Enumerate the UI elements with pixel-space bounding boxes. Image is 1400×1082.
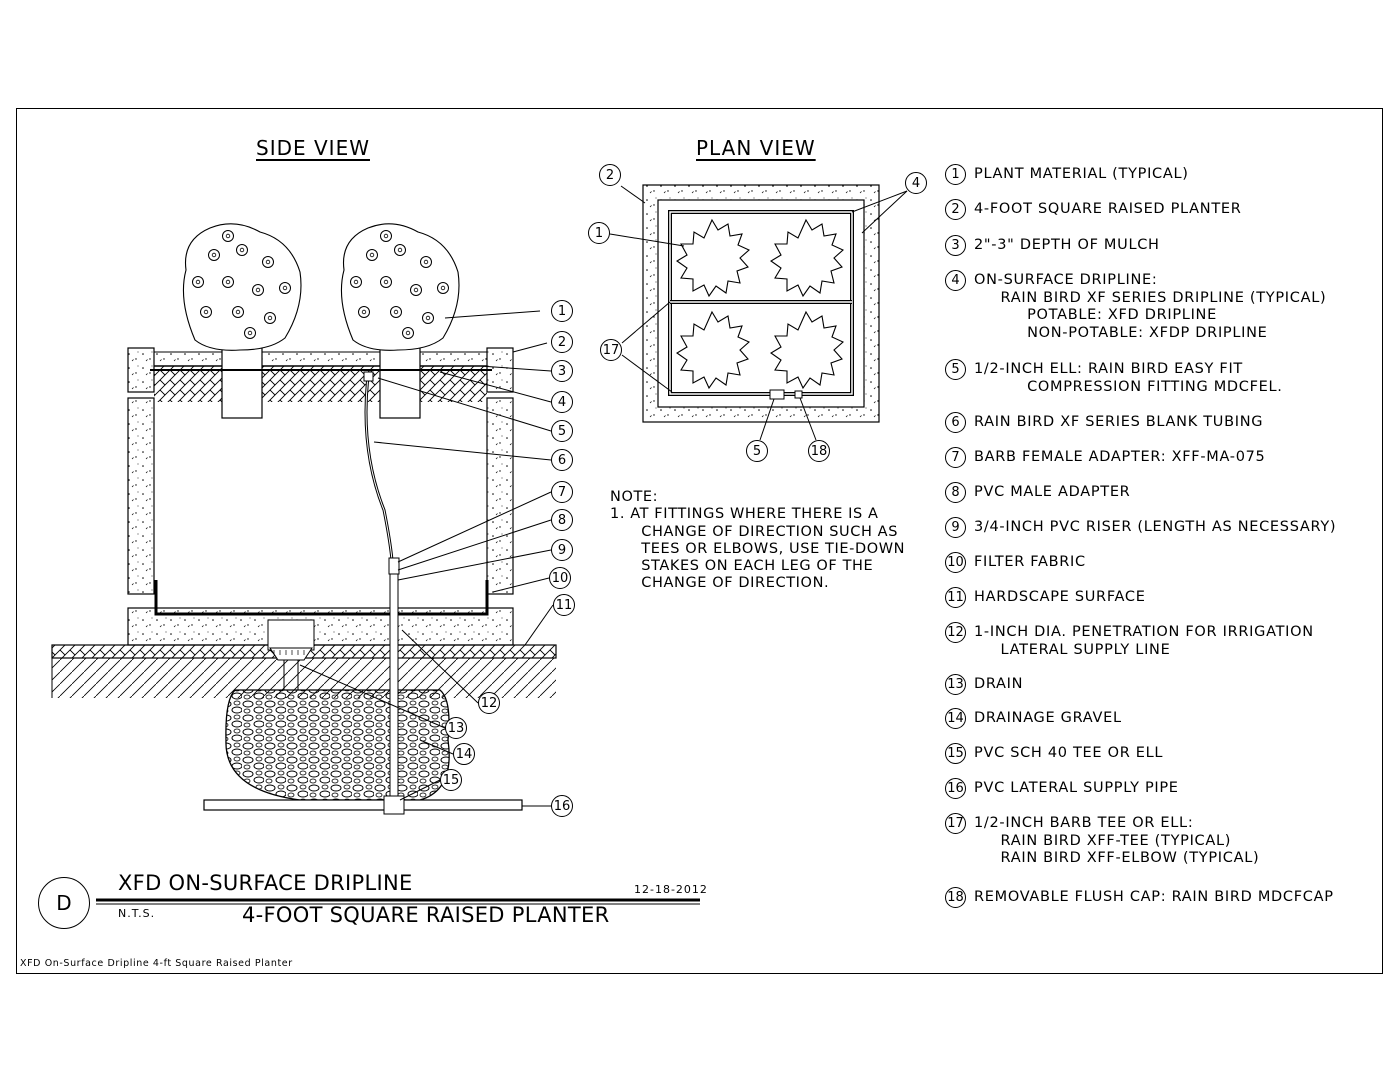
legend-text: REMOVABLE FLUSH CAP: RAIN BIRD MDCFCAP [974, 889, 1334, 905]
plan-callout-4: 4 [905, 172, 927, 194]
legend-text: 1-INCH DIA. PENETRATION FOR IRRIGATION L… [974, 624, 1314, 658]
callout-9: 9 [551, 539, 573, 561]
legend-number: 15 [945, 743, 966, 764]
callout-8: 8 [551, 509, 573, 531]
legend-text: FILTER FABRIC [974, 554, 1086, 570]
legend-item-8: 8 PVC MALE ADAPTER [945, 482, 1131, 503]
legend-item-12: 12 1-INCH DIA. PENETRATION FOR IRRIGATION… [945, 622, 1314, 659]
legend-text: RAIN BIRD XF SERIES BLANK TUBING [974, 414, 1264, 430]
note-text: 1. AT FITTINGS WHERE THERE IS A CHANGE O… [610, 506, 906, 592]
plan-callout-2: 2 [599, 164, 621, 186]
legend-number: 14 [945, 708, 966, 729]
sheet-border [16, 108, 1383, 974]
legend-number: 7 [945, 447, 966, 468]
legend-number: 6 [945, 412, 966, 433]
callout-15: 15 [440, 769, 462, 791]
legend-item-15: 15 PVC SCH 40 TEE OR ELL [945, 743, 1164, 764]
legend-text: PLANT MATERIAL (TYPICAL) [974, 166, 1189, 182]
legend-number: 9 [945, 517, 966, 538]
legend-item-4: 4 ON-SURFACE DRIPLINE: RAIN BIRD XF SERIE… [945, 270, 1327, 342]
note-block: NOTE:1. AT FITTINGS WHERE THERE IS A CHA… [610, 489, 905, 593]
detail-letter: D [38, 877, 90, 929]
legend-item-11: 11 HARDSCAPE SURFACE [945, 587, 1146, 608]
legend-text: ON-SURFACE DRIPLINE: RAIN BIRD XF SERIES… [974, 272, 1327, 341]
callout-3: 3 [551, 360, 573, 382]
scale-label: N.T.S. [118, 907, 156, 920]
legend-number: 12 [945, 622, 966, 643]
legend-text: DRAINAGE GRAVEL [974, 710, 1122, 726]
legend-text: DRAIN [974, 676, 1024, 692]
callout-10: 10 [549, 567, 571, 589]
legend-text: 4-FOOT SQUARE RAISED PLANTER [974, 201, 1242, 217]
legend-item-13: 13 DRAIN [945, 674, 1024, 695]
legend-text: 1/2-INCH ELL: RAIN BIRD EASY FIT COMPRES… [974, 361, 1283, 395]
legend-item-10: 10 FILTER FABRIC [945, 552, 1086, 573]
callout-6: 6 [551, 449, 573, 471]
plan-callout-5: 5 [746, 440, 768, 462]
legend-number: 17 [945, 813, 966, 834]
legend-text: BARB FEMALE ADAPTER: XFF-MA-075 [974, 449, 1266, 465]
legend-number: 10 [945, 552, 966, 573]
legend-item-3: 3 2"-3" DEPTH OF MULCH [945, 235, 1160, 256]
legend-number: 2 [945, 199, 966, 220]
callout-11: 11 [553, 594, 575, 616]
callout-16: 16 [551, 795, 573, 817]
legend-number: 5 [945, 359, 966, 380]
legend-item-16: 16 PVC LATERAL SUPPLY PIPE [945, 778, 1179, 799]
legend-number: 13 [945, 674, 966, 695]
legend-text: 3/4-INCH PVC RISER (LENGTH AS NECESSARY) [974, 519, 1337, 535]
file-name: XFD On-Surface Dripline 4-ft Square Rais… [20, 958, 293, 969]
callout-13: 13 [445, 717, 467, 739]
plan-view [609, 184, 908, 441]
legend-item-17: 17 1/2-INCH BARB TEE OR ELL: RAIN BIRD XF… [945, 813, 1260, 868]
legend-item-18: 18 REMOVABLE FLUSH CAP: RAIN BIRD MDCFCAP [945, 887, 1334, 908]
legend-item-7: 7 BARB FEMALE ADAPTER: XFF-MA-075 [945, 447, 1266, 468]
legend-item-14: 14 DRAINAGE GRAVEL [945, 708, 1122, 729]
legend-number: 16 [945, 778, 966, 799]
legend-text: HARDSCAPE SURFACE [974, 589, 1146, 605]
legend-number: 4 [945, 270, 966, 291]
side-view [51, 223, 557, 815]
note-heading: NOTE: [610, 489, 659, 505]
legend-item-9: 9 3/4-INCH PVC RISER (LENGTH AS NECESSARY… [945, 517, 1337, 538]
plan-callout-18: 18 [808, 440, 830, 462]
legend-text: PVC SCH 40 TEE OR ELL [974, 745, 1164, 761]
detail-title-line1: XFD ON-SURFACE DRIPLINE [118, 871, 413, 895]
callout-1: 1 [551, 300, 573, 322]
legend-number: 1 [945, 164, 966, 185]
callout-7: 7 [551, 481, 573, 503]
side-view-title: SIDE VIEW [256, 136, 370, 160]
legend-number: 11 [945, 587, 966, 608]
legend-number: 3 [945, 235, 966, 256]
date-label: 12-18-2012 [634, 883, 708, 896]
legend-item-5: 5 1/2-INCH ELL: RAIN BIRD EASY FIT COMPRE… [945, 359, 1283, 396]
callout-12: 12 [478, 692, 500, 714]
legend-item-6: 6 RAIN BIRD XF SERIES BLANK TUBING [945, 412, 1264, 433]
legend-text: PVC LATERAL SUPPLY PIPE [974, 780, 1179, 796]
plan-callout-17: 17 [600, 339, 622, 361]
plan-callout-1: 1 [588, 222, 610, 244]
callout-2: 2 [551, 331, 573, 353]
legend-text: PVC MALE ADAPTER [974, 484, 1131, 500]
legend-item-2: 2 4-FOOT SQUARE RAISED PLANTER [945, 199, 1242, 220]
callout-5: 5 [551, 420, 573, 442]
legend-text: 2"-3" DEPTH OF MULCH [974, 237, 1160, 253]
detail-title-line2: 4-FOOT SQUARE RAISED PLANTER [242, 903, 610, 927]
callout-14: 14 [453, 743, 475, 765]
legend-item-1: 1 PLANT MATERIAL (TYPICAL) [945, 164, 1189, 185]
legend-number: 8 [945, 482, 966, 503]
callout-4: 4 [551, 391, 573, 413]
legend-text: 1/2-INCH BARB TEE OR ELL: RAIN BIRD XFF-… [974, 815, 1260, 866]
plan-view-title: PLAN VIEW [696, 136, 816, 160]
legend-number: 18 [945, 887, 966, 908]
